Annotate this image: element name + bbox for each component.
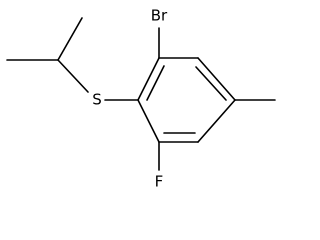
benzene-ring — [137, 57, 236, 143]
ring-bond-c3-c4 — [197, 99, 236, 143]
bond-s-ch — [57, 59, 89, 93]
bond-ch-methyl-top — [57, 17, 83, 61]
fluorine-atom-label: F — [155, 173, 164, 191]
ring-bond-c6-c1 — [137, 57, 160, 101]
ring-bond-c5-c6 — [137, 99, 160, 143]
sulfur-atom-label: S — [92, 91, 102, 109]
ring-bond-c2-c3 — [197, 57, 236, 101]
bromine-atom-label: Br — [151, 7, 168, 25]
ring-double-bond-c2-c3 — [195, 66, 227, 101]
ring-double-bond-c6-c1 — [146, 65, 165, 101]
molecule-structure: Br S F — [6, 7, 276, 191]
